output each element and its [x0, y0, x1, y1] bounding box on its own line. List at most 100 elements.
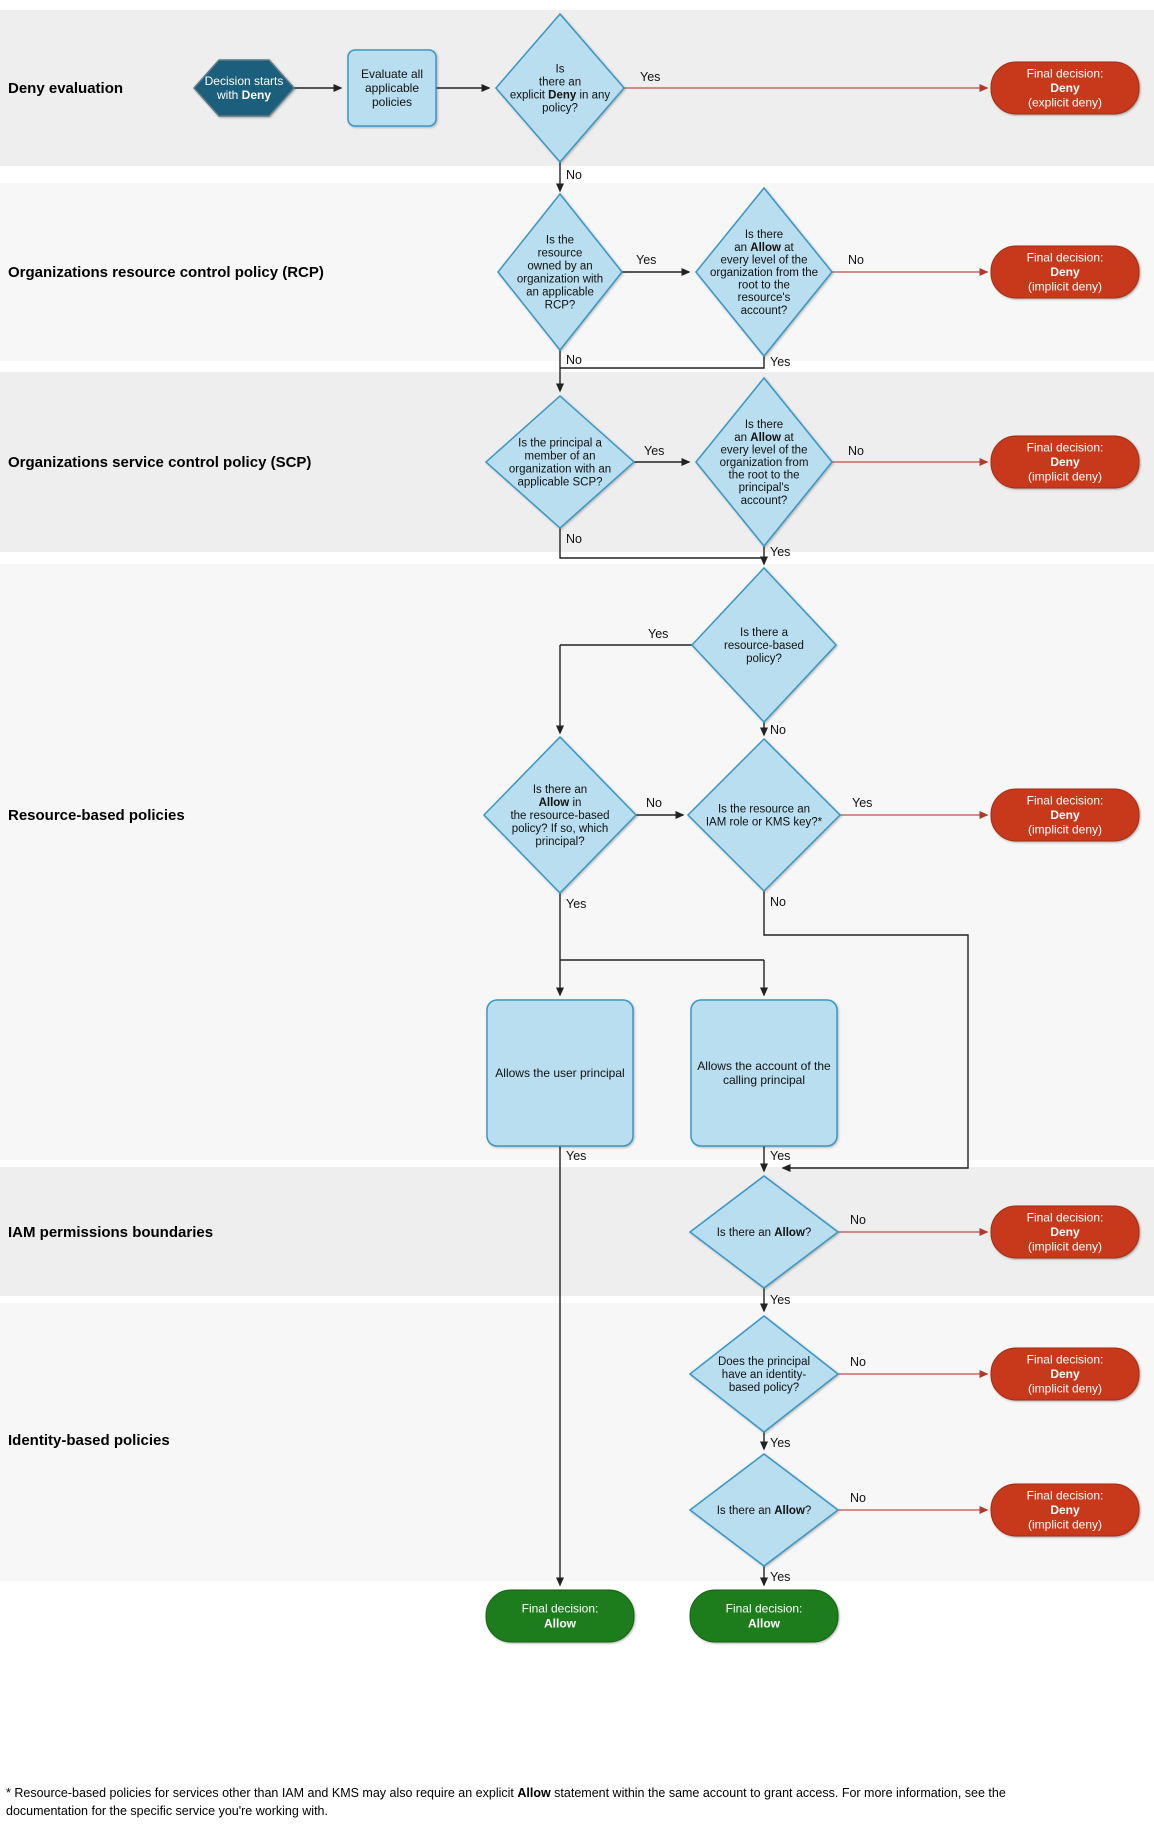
edge-label-no: No — [850, 1491, 866, 1505]
deny-implicit-label: Final decision:Deny(implicit deny) — [1027, 1489, 1104, 1532]
final-deny-explicit-pill: Final decision:Deny(explicit deny) — [990, 61, 1140, 115]
edge-label-yes: Yes — [770, 1570, 790, 1584]
final-deny-implicit-pill-pb: Final decision:Deny(implicit deny) — [990, 1205, 1140, 1259]
edge-label-no: No — [848, 253, 864, 267]
row-label-scp: Organizations service control policy (SC… — [8, 454, 311, 471]
final-deny-implicit-pill-idp1: Final decision:Deny(implicit deny) — [990, 1347, 1140, 1401]
edge-label-no: No — [850, 1355, 866, 1369]
deny-pill-shape — [990, 1205, 1140, 1259]
edge-label-yes: Yes — [566, 897, 586, 911]
identity-allow-decision: Is there an Allow? — [688, 1453, 840, 1567]
edge-label-no: No — [566, 532, 582, 546]
band-identity-based — [0, 1303, 1154, 1581]
edge-label-yes: Yes — [636, 253, 656, 267]
edge-label-no: No — [770, 723, 786, 737]
final-deny-implicit-pill-rbp: Final decision:Deny(implicit deny) — [990, 788, 1140, 842]
footnote-line1: * Resource-based policies for services o… — [6, 1786, 1006, 1800]
user-principal-label: Allows the user principal — [495, 1066, 624, 1080]
deny-implicit-label: Final decision:Deny(implicit deny) — [1027, 1353, 1104, 1396]
explicit-deny-diamond — [495, 12, 625, 164]
deny-pill-shape — [990, 1483, 1140, 1537]
allow-label: Final decision:Allow — [522, 1602, 599, 1631]
edge-label-yes: Yes — [648, 627, 668, 641]
identity-allow-diamond — [688, 1453, 840, 1567]
edge-label-yes: Yes — [770, 1149, 790, 1163]
start-hexagon — [192, 59, 296, 117]
deny-implicit-label: Final decision:Deny(implicit deny) — [1027, 1211, 1104, 1254]
row-label-rcp: Organizations resource control policy (R… — [8, 264, 324, 281]
deny-explicit-label: Final decision:Deny(explicit deny) — [1027, 67, 1104, 110]
deny-implicit-label: Final decision:Deny(implicit deny) — [1027, 441, 1104, 484]
row-label-identity-based: Identity-based policies — [8, 1432, 170, 1449]
deny-pill-shape — [990, 245, 1140, 299]
edge-iam-kms-no-bypass — [763, 891, 969, 1172]
edge-label-yes: Yes — [640, 70, 660, 84]
edge-label-yes: Yes — [770, 545, 790, 559]
final-deny-implicit-pill-rcp: Final decision:Deny(implicit deny) — [990, 245, 1140, 299]
rcp-allow-diamond — [695, 186, 833, 358]
edge-label-no: No — [848, 444, 864, 458]
row-label-deny-evaluation: Deny evaluation — [8, 80, 123, 97]
identity-diamond — [688, 1315, 840, 1433]
permissions-boundary-allow-decision: Is there an Allow? — [688, 1175, 840, 1289]
rbp-allow-diamond — [482, 735, 638, 895]
allows-user-principal-box: Allows the user principal — [486, 999, 634, 1147]
user-principal-box — [486, 999, 634, 1147]
deny-pill-shape — [990, 61, 1140, 115]
edge-label-yes: Yes — [852, 796, 872, 810]
edge-label-no: No — [566, 168, 582, 182]
pb-allow-question: Is there an Allow? — [717, 1227, 812, 1239]
edge-scp-no-join — [559, 528, 764, 559]
allow-pill-shape — [689, 1589, 839, 1643]
deny-pill-shape — [990, 435, 1140, 489]
edge-rcp-allow-yes-join — [560, 356, 765, 369]
iam-kms-diamond — [686, 737, 842, 893]
deny-pill-shape — [990, 1347, 1140, 1401]
rcp-diamond — [497, 192, 623, 352]
allow-pill-shape — [485, 1589, 635, 1643]
edge-label-no: No — [770, 895, 786, 909]
scp-allow-diamond — [695, 376, 833, 548]
edge-label-yes: Yes — [770, 1436, 790, 1450]
allow-label: Final decision:Allow — [726, 1602, 803, 1631]
edge-label-yes: Yes — [644, 444, 664, 458]
deny-implicit-label: Final decision:Deny(implicit deny) — [1027, 251, 1104, 294]
edge-label-yes: Yes — [770, 355, 790, 369]
edge-label-yes: Yes — [770, 1293, 790, 1307]
row-label-resource-based: Resource-based policies — [8, 807, 185, 824]
final-deny-implicit-pill-scp: Final decision:Deny(implicit deny) — [990, 435, 1140, 489]
edge-label-yes: Yes — [566, 1149, 586, 1163]
row-label-permissions-boundaries: IAM permissions boundaries — [8, 1224, 213, 1241]
evaluate-policies-box — [347, 49, 437, 127]
rbp-diamond — [690, 566, 838, 724]
account-principal-box — [690, 999, 838, 1147]
final-allow-pill-left: Final decision:Allow — [485, 1589, 635, 1643]
footnote-line2: documentation for the specific service y… — [6, 1804, 328, 1818]
edge-label-no: No — [850, 1213, 866, 1227]
final-deny-implicit-pill-idp2: Final decision:Deny(implicit deny) — [990, 1483, 1140, 1537]
deny-implicit-label: Final decision:Deny(implicit deny) — [1027, 794, 1104, 837]
edge-label-no: No — [566, 353, 582, 367]
